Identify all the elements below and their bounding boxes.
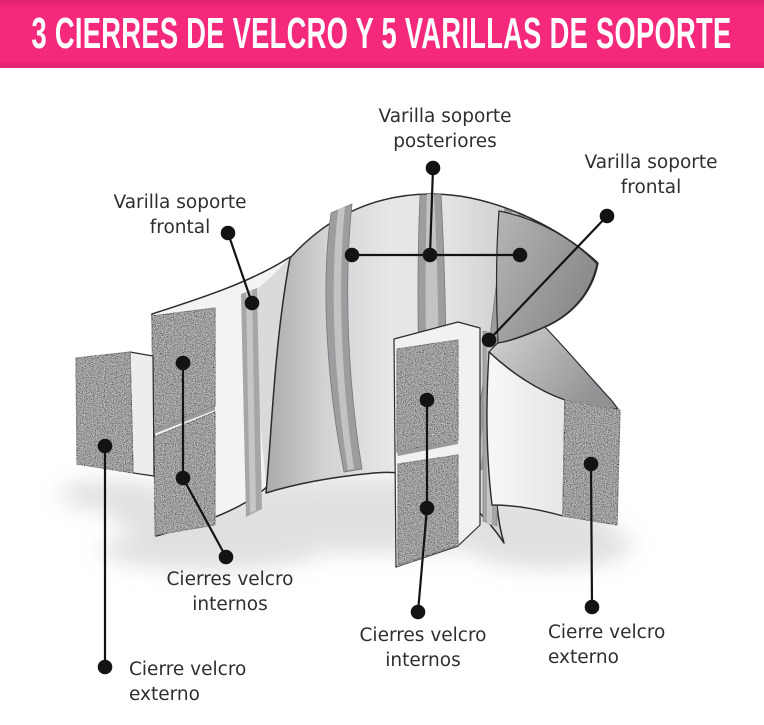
page-title: 3 CIERRES DE VELCRO Y 5 VARILLAS DE SOPO… xyxy=(31,9,733,58)
label-cierres-velcro-internos-center: Cierres velcro internos xyxy=(360,623,487,673)
label-line: Cierres velcro xyxy=(166,569,294,590)
label-line: externo xyxy=(548,647,619,668)
label-line: frontal xyxy=(620,177,682,198)
right-flap-white xyxy=(486,351,566,517)
callout-dot xyxy=(419,500,435,516)
outer-flap-left-edge xyxy=(129,351,155,477)
callout-dot xyxy=(175,355,191,371)
callout-dots xyxy=(97,160,615,675)
back-panel-curl-inner xyxy=(496,210,598,344)
callout-dot xyxy=(422,247,438,263)
callout-dot xyxy=(512,247,528,263)
label-line: externo xyxy=(129,684,200,705)
label-line: Varilla soporte xyxy=(584,152,718,173)
callout-dot xyxy=(583,456,599,472)
label-line: Cierre velcro xyxy=(129,659,247,680)
callout-dot xyxy=(244,295,260,311)
callout-line xyxy=(181,476,228,559)
callout-dot xyxy=(97,438,113,454)
label-cierre-velcro-externo-right: Cierre velcro externo xyxy=(548,620,665,670)
callout-dot xyxy=(584,599,600,615)
callout-line xyxy=(487,214,609,342)
header-banner: 3 CIERRES DE VELCRO Y 5 VARILLAS DE SOPO… xyxy=(0,0,764,68)
label-cierres-velcro-internos-left: Cierres velcro internos xyxy=(167,567,294,617)
callout-dot xyxy=(599,208,615,224)
belt-outer-flap-left xyxy=(75,351,155,477)
label-varilla-soporte-posteriores: Varilla soporte posteriores xyxy=(378,104,511,154)
label-line: internos xyxy=(385,650,461,671)
label-line: Varilla soporte xyxy=(113,192,247,213)
label-line: Cierres velcro xyxy=(359,625,487,646)
callout-dot xyxy=(175,470,191,486)
posterior-rod-left xyxy=(325,203,363,473)
label-cierre-velcro-externo-left: Cierre velcro externo xyxy=(129,657,246,707)
callout-line xyxy=(589,462,594,609)
label-line: Varilla soporte xyxy=(378,106,512,127)
label-varilla-soporte-frontal-left: Varilla soporte frontal xyxy=(113,190,246,240)
callout-dot xyxy=(419,392,435,408)
belt-center-inner-layer xyxy=(393,321,481,568)
label-line: frontal xyxy=(149,217,211,238)
front-rod-strip-left-highlight xyxy=(246,290,256,513)
label-line: Cierre velcro xyxy=(548,622,666,643)
callout-line xyxy=(428,166,435,257)
callout-dot xyxy=(218,549,234,565)
callout-dot xyxy=(344,247,360,263)
callout-dot xyxy=(410,604,426,620)
velcro-patch-outer-left xyxy=(75,351,134,474)
callout-dot xyxy=(425,160,441,176)
label-line: internos xyxy=(192,594,268,615)
callout-line xyxy=(226,231,254,305)
callout-dot xyxy=(97,659,113,675)
label-line: posteriores xyxy=(393,131,497,152)
label-varilla-soporte-frontal-right: Varilla soporte frontal xyxy=(584,150,717,200)
callout-dot xyxy=(481,332,497,348)
callout-line xyxy=(416,506,429,614)
callout-dot xyxy=(220,225,236,241)
